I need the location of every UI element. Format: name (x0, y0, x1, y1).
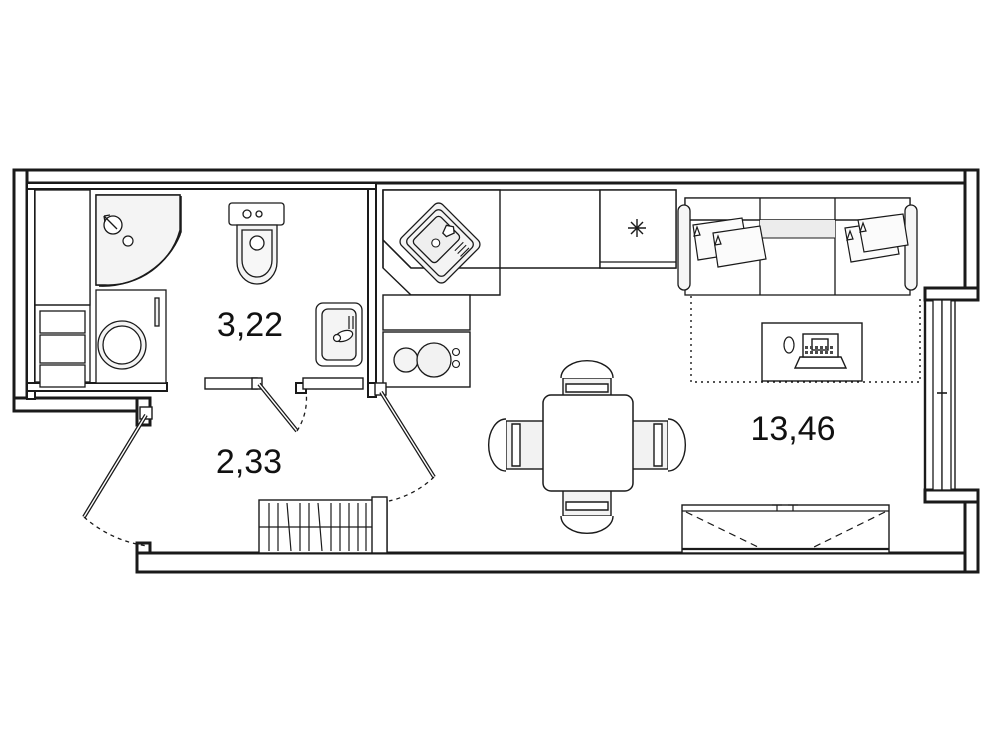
wardrobe (258, 496, 388, 554)
kitchen-lower-cabinet (382, 294, 471, 331)
area-label-bathroom: 3,22 (217, 306, 283, 344)
refrigerator (599, 189, 677, 269)
sofa-pillow (692, 217, 767, 268)
corner-shower (95, 194, 182, 287)
washing-machine (95, 289, 167, 384)
sofa-pillow (844, 213, 909, 263)
window-right (923, 299, 956, 491)
toilet (228, 202, 285, 285)
snowflake-icon (628, 219, 646, 237)
living-room-furniture (487, 197, 921, 535)
dining-table (487, 359, 687, 535)
rug-outline (690, 296, 921, 383)
window-bottom (681, 504, 890, 554)
kitchen-fixtures (382, 189, 677, 388)
kitchen-corner-sink (399, 202, 481, 284)
area-label-living-kitchen: 13,46 (750, 410, 835, 448)
washbasin (315, 302, 363, 367)
desk-with-laptop (761, 322, 863, 382)
bathroom-fixtures (34, 189, 363, 388)
cooktop (382, 331, 471, 388)
entry-door (82, 406, 153, 547)
bathroom-door (204, 377, 308, 433)
hanging-clothes (268, 502, 367, 552)
sofa (677, 197, 918, 296)
area-label-hallway: 2,33 (216, 443, 282, 481)
living-room-door (302, 377, 436, 502)
shelving-unit (34, 189, 91, 388)
